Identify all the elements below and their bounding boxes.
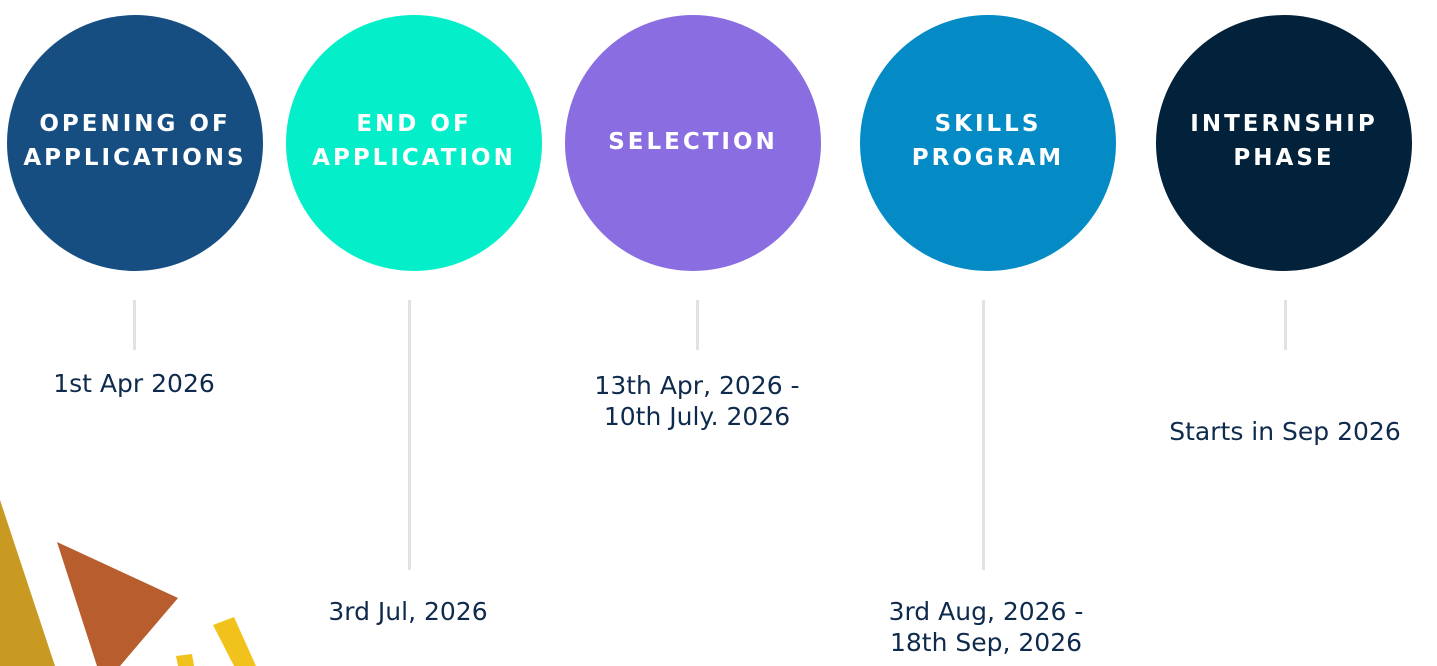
stage-title: END OF APPLICATION: [286, 107, 542, 175]
connector-line: [133, 300, 136, 350]
connector-line: [982, 300, 985, 570]
stage-title-line: SELECTION: [608, 129, 778, 155]
stage-date-line: 3rd Aug, 2026 -: [888, 597, 1084, 626]
stage-date: 3rd Aug, 2026 - 18th Sep, 2026: [851, 596, 1121, 658]
stage-title-line: PROGRAM: [911, 145, 1065, 171]
decor-gold-triangle: [0, 500, 55, 666]
stage-date: 1st Apr 2026: [34, 368, 234, 399]
stage-title-line: END OF: [356, 111, 472, 137]
stage-title-line: APPLICATION: [312, 145, 516, 171]
stage-title-line: APPLICATIONS: [23, 145, 247, 171]
stage-title-line: PHASE: [1233, 145, 1335, 171]
stage-title: INTERNSHIP PHASE: [1156, 107, 1412, 175]
decorative-shapes: [0, 500, 256, 666]
stage-circle-internship-phase: INTERNSHIP PHASE: [1156, 15, 1412, 271]
stage-date: 3rd Jul, 2026: [296, 596, 520, 627]
stage-title: SELECTION: [565, 125, 821, 159]
stage-circle-skills-program: SKILLS PROGRAM: [860, 15, 1116, 271]
stage-title-line: SKILLS: [934, 111, 1042, 137]
stage-date-line: 13th Apr, 2026 -: [594, 371, 800, 400]
stage-circle-end-of-application: END OF APPLICATION: [286, 15, 542, 271]
stage-date-line: 3rd Jul, 2026: [328, 597, 488, 626]
stage-circle-selection: SELECTION: [565, 15, 821, 271]
decor-yellow-bar: [176, 654, 194, 666]
connector-line: [1284, 300, 1287, 350]
stage-date-line: Starts in Sep 2026: [1169, 417, 1401, 446]
stage-date-line: 1st Apr 2026: [53, 369, 215, 398]
stage-date: Starts in Sep 2026: [1140, 416, 1430, 447]
stage-title-line: OPENING OF: [39, 111, 231, 137]
stage-date-line: 18th Sep, 2026: [889, 628, 1083, 657]
connector-line: [696, 300, 699, 350]
stage-date-line: 10th July. 2026: [603, 402, 791, 431]
stage-title: SKILLS PROGRAM: [860, 107, 1116, 175]
decor-yellow-stripe: [213, 617, 256, 666]
stage-title: OPENING OF APPLICATIONS: [7, 107, 263, 175]
stage-date: 13th Apr, 2026 - 10th July. 2026: [562, 370, 832, 432]
decor-orange-triangle: [57, 542, 178, 666]
stage-circle-opening-of-applications: OPENING OF APPLICATIONS: [7, 15, 263, 271]
connector-line: [408, 300, 411, 570]
stage-title-line: INTERNSHIP: [1190, 111, 1378, 137]
